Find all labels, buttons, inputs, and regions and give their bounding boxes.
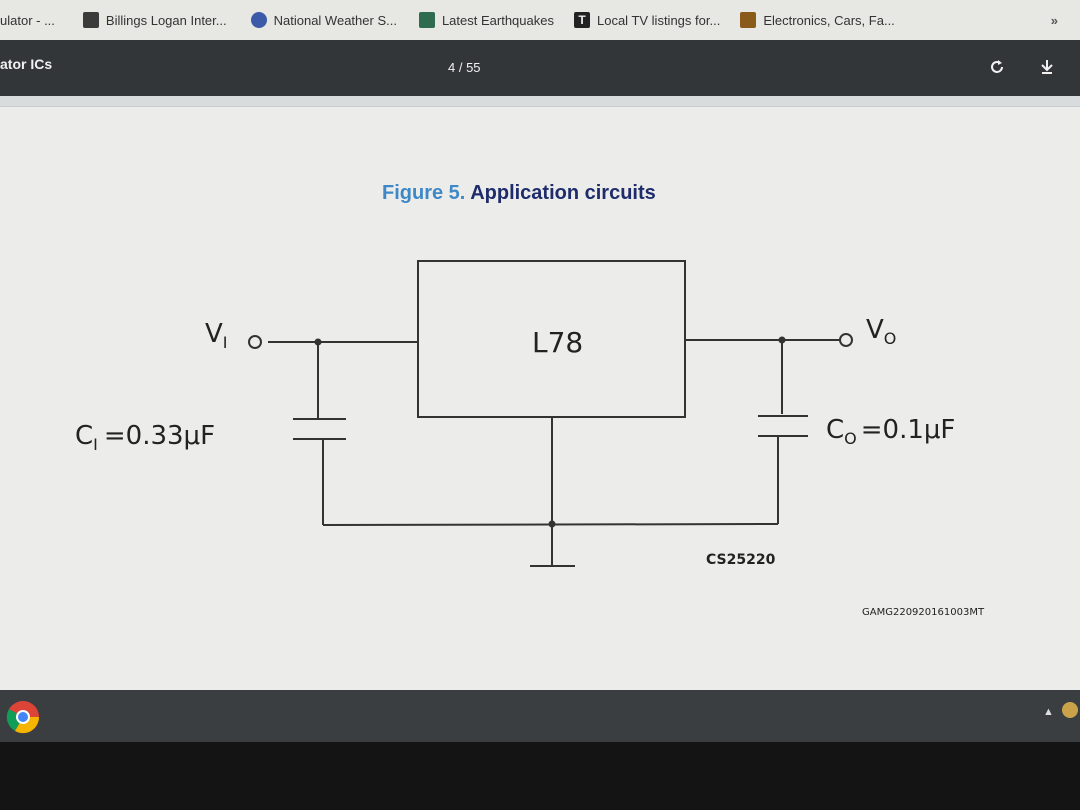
document-title: ator ICs [0, 56, 53, 72]
cin-label: CI=0.33μF [75, 421, 215, 454]
pdf-page: Figure 5. Application circuits [0, 96, 1080, 690]
figure-number: Figure 5. [382, 182, 466, 204]
bookmark-label: Billings Logan Inter... [105, 12, 227, 28]
cout-label: CO=0.1μF [826, 415, 955, 448]
vout-label: VO [866, 315, 896, 348]
diagram-reference: GAMG220920161003MT [862, 607, 985, 618]
output-junction [778, 336, 786, 344]
earthquake-icon [418, 12, 435, 28]
vin-terminal [248, 335, 262, 349]
application-circuit-diagram: L78 VI VO CI=0.33μF CO=0.1μF CS25220 GAM… [75, 260, 985, 618]
bookmark-billings-logan[interactable]: Billings Logan Inter... [77, 6, 237, 34]
bookmark-label: Local TV listings for... [596, 12, 721, 28]
tray-expand-icon[interactable]: ▲ [1043, 706, 1054, 718]
figure-title: Figure 5. Application circuits [382, 182, 656, 205]
ground-junction [548, 520, 556, 528]
bookmark-national-weather[interactable]: National Weather S... [245, 6, 407, 34]
tv-guide-icon: T [573, 12, 590, 28]
weather-service-icon [250, 12, 267, 28]
pdf-toolbar: ator ICs 4 / 55 [0, 40, 1080, 96]
bookmark-label: Latest Earthquakes [441, 12, 554, 28]
shopping-bag-icon [740, 12, 757, 28]
bookmark-label: Electronics, Cars, Fa... [763, 12, 895, 28]
vout-terminal [839, 333, 853, 347]
download-icon[interactable] [1038, 58, 1056, 76]
bookmarks-bar: ulator - ... Billings Logan Inter... Nat… [0, 0, 1080, 40]
bookmark-label: National Weather S... [273, 12, 397, 28]
chip-label: L78 [532, 326, 583, 359]
diagram-code: CS25220 [706, 552, 776, 568]
airport-icon [82, 12, 99, 28]
page-edge [0, 96, 1080, 107]
os-taskbar: ▲ [0, 690, 1080, 810]
taskbar-shelf: ▲ [0, 690, 1080, 742]
more-bookmarks-button[interactable]: » [1050, 12, 1058, 28]
tray-app-icon[interactable] [1062, 702, 1078, 718]
vin-label: VI [205, 319, 228, 352]
bookmark-latest-earthquakes[interactable]: Latest Earthquakes [413, 6, 564, 34]
rotate-icon[interactable] [988, 58, 1006, 76]
chrome-icon[interactable] [6, 700, 40, 734]
bookmark-calculator[interactable]: ulator - ... [0, 6, 65, 34]
bookmark-local-tv-listings[interactable]: T Local TV listings for... [568, 6, 730, 34]
page-counter: 4 / 55 [448, 60, 481, 75]
figure-caption: Application circuits [470, 182, 656, 204]
bookmark-electronics[interactable]: Electronics, Cars, Fa... [734, 6, 904, 34]
input-junction [314, 338, 322, 346]
bookmark-label: ulator - ... [0, 12, 55, 28]
